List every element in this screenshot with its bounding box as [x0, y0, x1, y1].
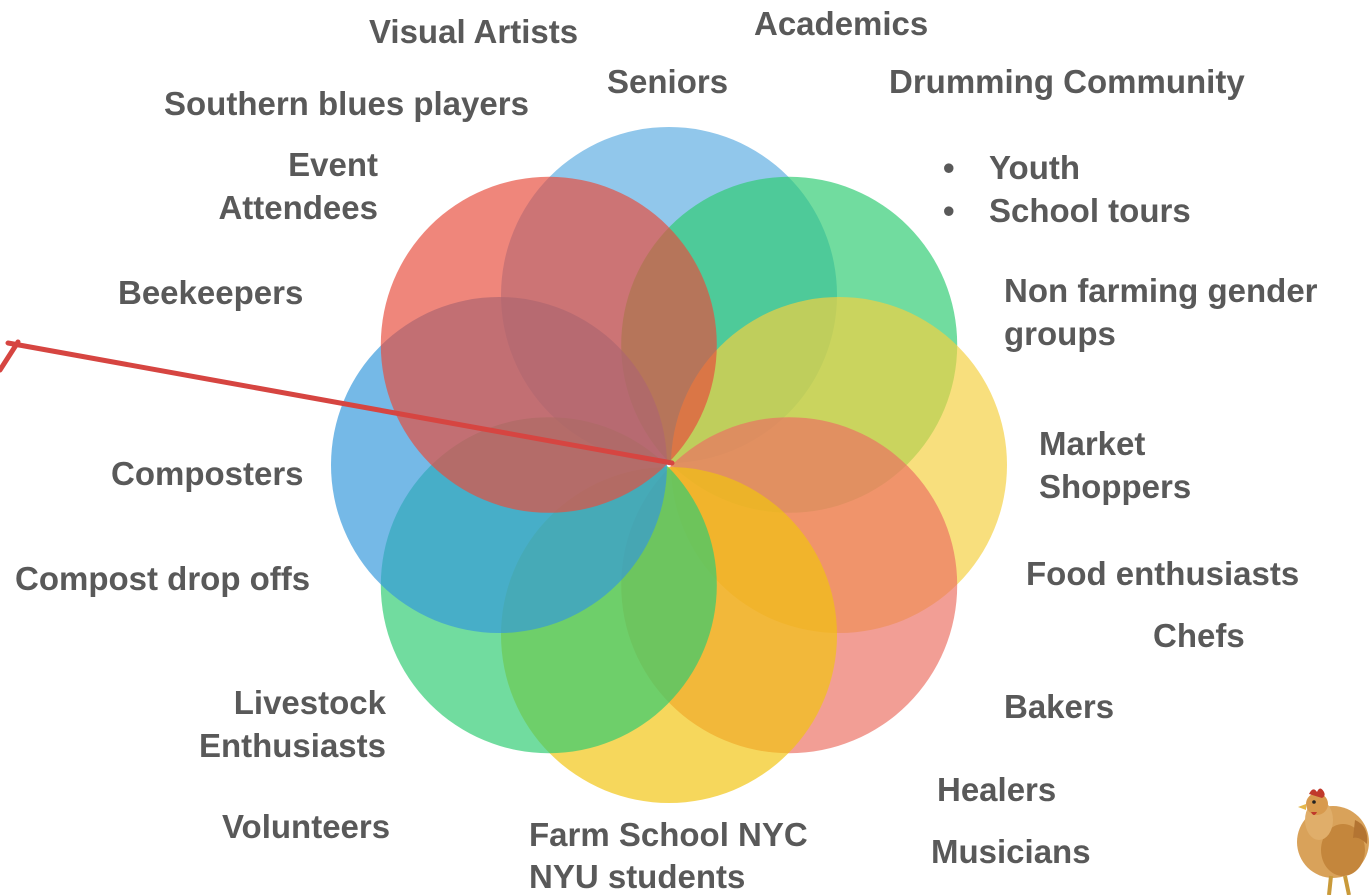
pointer-line	[5, 340, 675, 466]
label-food-enthusiasts: Food enthusiasts	[1026, 555, 1300, 592]
petal-upper-left-pink	[380, 176, 717, 513]
petal-group	[331, 127, 1007, 803]
label-school-tours: School tours	[943, 189, 1191, 232]
label-market-shoppers-line1: Market	[1039, 425, 1146, 462]
label-compost-drop-offs: Compost drop offs	[15, 560, 311, 597]
youth-bullet-list: Youth School tours	[943, 146, 1191, 232]
label-farm-school-line2: NYU students	[529, 858, 746, 895]
label-beekeepers: Beekeepers	[118, 274, 304, 311]
label-farm-school: Farm School NYC NYU students	[529, 814, 808, 895]
pointer-arrowhead	[0, 339, 21, 373]
label-livestock-enthusiasts: Livestock Enthusiasts	[170, 681, 386, 767]
label-volunteers: Volunteers	[222, 808, 391, 845]
label-event-attendees-line2: Attendees	[218, 189, 378, 226]
label-visual-artists: Visual Artists	[369, 13, 579, 50]
chicken-icon	[1297, 788, 1369, 895]
label-bakers: Bakers	[1004, 688, 1115, 725]
label-non-farming-line2: groups	[1004, 315, 1116, 352]
label-seniors: Seniors	[607, 63, 729, 100]
label-composters: Composters	[111, 455, 304, 492]
label-non-farming-gender-groups: Non farming gender groups	[1004, 269, 1318, 355]
label-healers: Healers	[937, 771, 1057, 808]
label-event-attendees: Event Attendees	[196, 143, 378, 229]
label-chefs: Chefs	[1153, 617, 1245, 654]
label-musicians: Musicians	[931, 833, 1091, 870]
label-market-shoppers: Market Shoppers	[1039, 422, 1191, 508]
label-farm-school-line1: Farm School NYC	[529, 816, 808, 853]
label-market-shoppers-line2: Shoppers	[1039, 468, 1192, 505]
label-livestock-line2: Enthusiasts	[198, 727, 386, 764]
label-non-farming-line1: Non farming gender	[1004, 272, 1318, 309]
label-livestock-line1: Livestock	[233, 684, 386, 721]
label-southern-blues-players: Southern blues players	[164, 85, 529, 122]
label-event-attendees-line1: Event	[288, 146, 378, 183]
label-academics: Academics	[754, 5, 929, 42]
label-youth: Youth	[943, 146, 1191, 189]
label-drumming-community: Drumming Community	[889, 63, 1245, 100]
pointer-arrow	[0, 339, 675, 466]
